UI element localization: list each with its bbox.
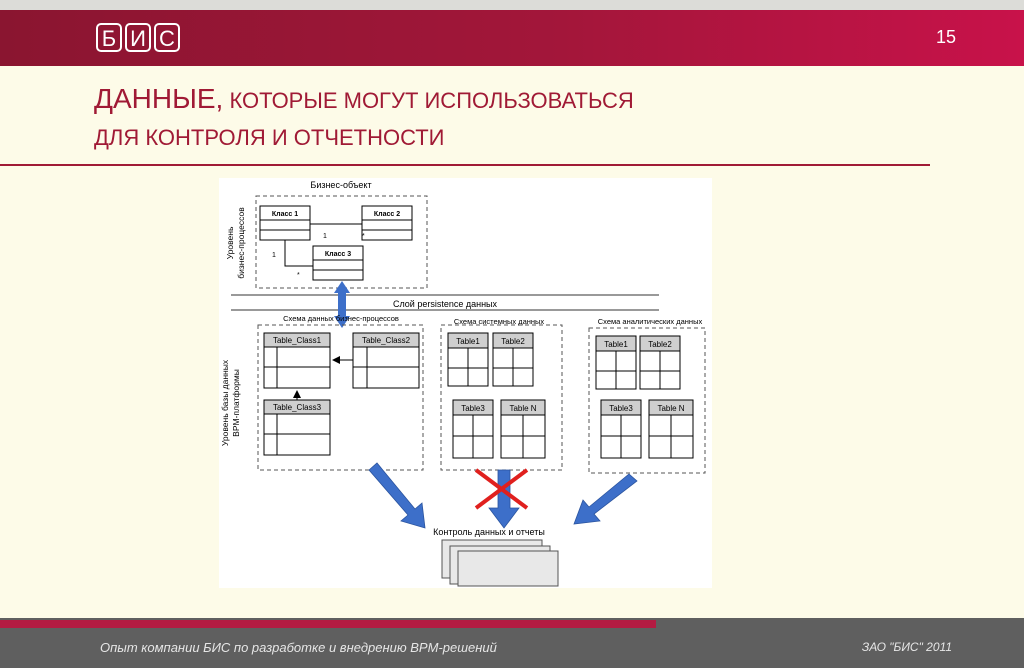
system-table3-label: Table3: [461, 404, 485, 413]
diagram-svg: Бизнес-объект Уровень бизнес-процессов К…: [220, 180, 706, 587]
schema-business-group: [257, 324, 424, 471]
top-strip: [0, 0, 1024, 10]
title-line1-rest: КОТОРЫЕ МОГУТ ИСПОЛЬЗОВАТЬСЯ: [223, 88, 634, 113]
title-divider: [0, 164, 930, 166]
class2-box: Класс 2: [361, 205, 413, 241]
mult-one-b: 1: [272, 252, 276, 259]
logo-letter-i: И: [125, 23, 151, 52]
architecture-diagram: Бизнес-объект Уровень бизнес-процессов К…: [219, 178, 712, 588]
schema-business-title: Схема данных бизнес-процессов: [283, 314, 399, 323]
analytic-table3-label: Table3: [609, 404, 633, 413]
page-number: 15: [935, 27, 956, 47]
assoc-class1-class3: [284, 240, 313, 267]
analytic-table1-label: Table1: [604, 340, 628, 349]
system-table2-label: Table2: [501, 337, 525, 346]
system-tableN: Table N: [500, 399, 546, 459]
class1-label: Класс 1: [272, 211, 298, 218]
red-cross-icon: [474, 468, 529, 510]
analytic-tableN-label: Table N: [657, 404, 684, 413]
control-reports-label: Контроль данных и отчеты: [433, 527, 545, 537]
analytic-table3: Table3: [600, 399, 642, 459]
analytic-table2: Table2: [639, 335, 681, 390]
slide-title: ДАННЫЕ, КОТОРЫЕ МОГУТ ИСПОЛЬЗОВАТЬСЯ ДЛЯ…: [94, 82, 634, 155]
level-db-label-1: Уровень базы данных: [220, 359, 230, 446]
schema-system-title: Схема системных данных: [454, 317, 545, 326]
logo-letter-s: С: [154, 23, 180, 52]
class2-label: Класс 2: [374, 211, 400, 218]
table-class2: Table_Class2: [352, 332, 420, 389]
mult-one-a: 1: [323, 233, 327, 240]
header-bar: Б И С 15: [0, 10, 1024, 66]
table-class3-label: Table_Class3: [273, 403, 322, 412]
system-table3: Table3: [452, 399, 494, 459]
arrow-analytic-to-reports: [573, 473, 638, 525]
footer-copyright: ЗАО "БИС" 2011: [861, 640, 952, 654]
class3-label: Класс 3: [325, 251, 351, 258]
footer-accent: [0, 620, 656, 628]
schema-analytic-group: [588, 327, 706, 474]
system-table1-label: Table1: [456, 337, 480, 346]
arrow-system-to-reports: [488, 469, 520, 529]
table-class3: Table_Class3: [263, 399, 331, 456]
title-line2: ДЛЯ КОНТРОЛЯ И ОТЧЕТНОСТИ: [94, 125, 445, 150]
table-class2-label: Table_Class2: [362, 336, 411, 345]
table-class1: Table_Class1: [263, 332, 331, 389]
reports-stack-icon: [441, 539, 559, 587]
logo-letter-b: Б: [96, 23, 122, 52]
mult-star-a: *: [362, 233, 365, 240]
class3-box: Класс 3: [312, 245, 364, 281]
persistence-layer-label: Слой persistence данных: [393, 299, 498, 309]
table-class1-label: Table_Class1: [273, 336, 322, 345]
arrow-business-to-reports: [368, 462, 426, 529]
level-business-label-2: бизнес-процессов: [236, 207, 246, 279]
footer-text: Опыт компании БИС по разработке и внедре…: [100, 640, 497, 655]
analytic-tableN: Table N: [648, 399, 694, 459]
title-emphasis: ДАННЫЕ,: [94, 83, 224, 114]
company-logo: Б И С: [96, 23, 180, 52]
business-object-title: Бизнес-объект: [310, 180, 371, 190]
persistence-double-arrow: [334, 281, 350, 328]
business-object-group: [255, 195, 428, 289]
mult-star-b: *: [297, 272, 300, 279]
system-table2: Table2: [492, 332, 534, 387]
system-table1: Table1: [447, 332, 489, 387]
system-tableN-label: Table N: [509, 404, 536, 413]
schema-analytic-title: Схема аналитических данных: [598, 317, 703, 326]
analytic-table2-label: Table2: [648, 340, 672, 349]
level-business-label-1: Уровень: [225, 226, 235, 259]
analytic-table1: Table1: [595, 335, 637, 390]
level-db-label-2: BPM-платформы: [231, 369, 241, 437]
class1-box: Класс 1: [259, 205, 311, 241]
